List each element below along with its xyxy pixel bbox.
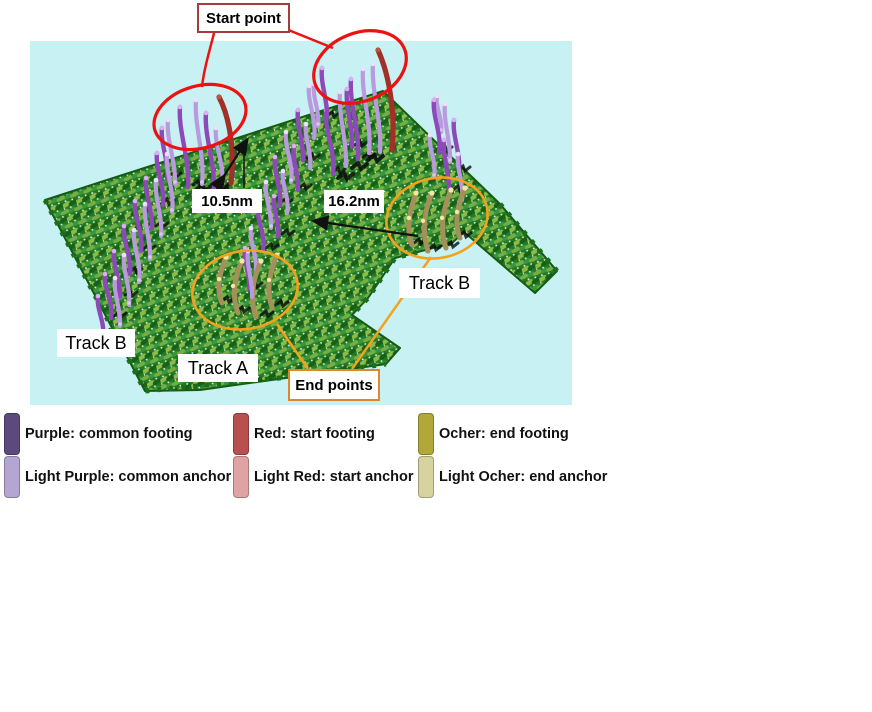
start-ellipse-right — [312, 29, 408, 105]
sheet-edge-teeth — [42, 198, 559, 394]
start-point-label: Start point — [197, 3, 290, 33]
start-ellipse-left — [152, 82, 248, 152]
distance-a-label: 10.5nm — [192, 189, 262, 213]
distance-b-arrow — [310, 215, 419, 238]
track-b-right-label: Track B — [399, 268, 480, 298]
track-b-left-label: Track B — [57, 329, 135, 357]
strand-shadows — [102, 109, 473, 338]
end-ellipse-right — [385, 176, 489, 260]
track-a-label: Track A — [178, 354, 258, 382]
legend-swatch-light-ocher — [418, 456, 434, 498]
end-ellipse-left — [191, 249, 299, 331]
end-points-label: End points — [288, 369, 380, 401]
legend-item-purple: Purple: common footing — [4, 413, 193, 455]
end-connector-left — [275, 323, 310, 370]
dna-strands — [95, 47, 468, 339]
start-connector-left — [200, 28, 217, 88]
legend-item-light-ocher: Light Ocher: end anchor — [418, 456, 607, 498]
distance-b-label: 16.2nm — [324, 190, 384, 213]
legend-swatch-purple — [4, 413, 20, 455]
legend-swatch-light-red — [233, 456, 249, 498]
legend-item-ocher: Ocher: end footing — [418, 413, 569, 455]
legend-item-light-purple: Light Purple: common anchor — [4, 456, 231, 498]
distance-a-arrow — [209, 137, 249, 193]
legend-swatch-ocher — [418, 413, 434, 455]
legend-swatch-light-purple — [4, 456, 20, 498]
legend-swatch-red — [233, 413, 249, 455]
legend-item-red: Red: start footing — [233, 413, 375, 455]
legend-item-light-red: Light Red: start anchor — [233, 456, 414, 498]
